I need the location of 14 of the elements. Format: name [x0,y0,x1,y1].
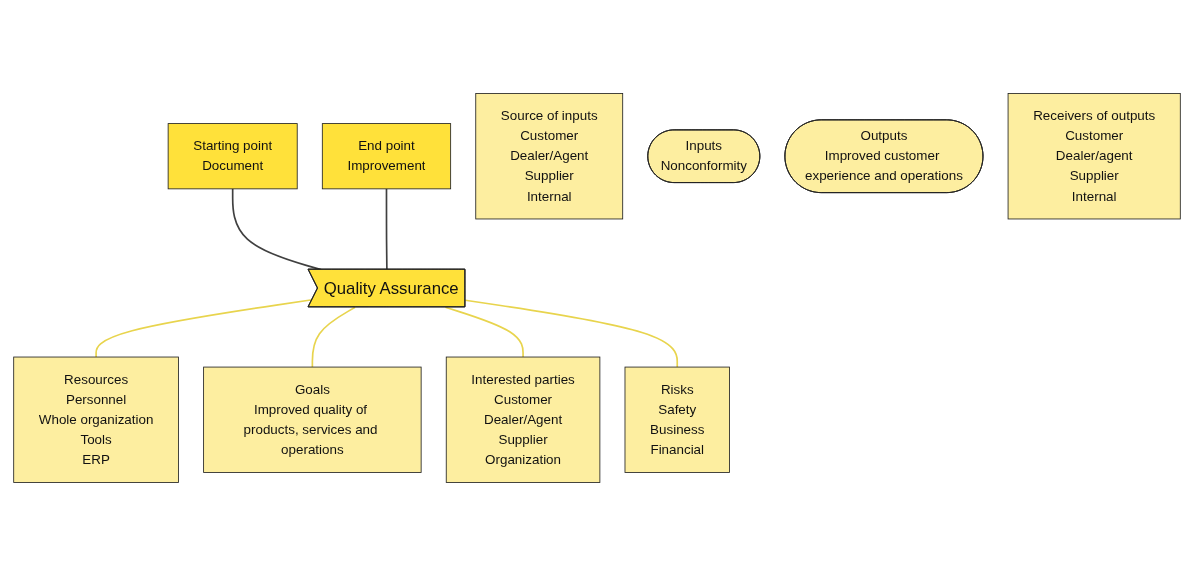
connector [444,306,524,358]
node-box: Source of inputs Customer Dealer/Agent Supplier Internal [475,93,624,220]
node-box: Risks Safety Business Financial [624,366,730,473]
node-box: End point Improvement [321,123,452,190]
connector [385,188,388,271]
node-box: Goals Improved quality of products, services and operations [203,366,422,473]
connector [464,299,679,368]
connector [231,188,322,271]
node-box: Starting point Document [167,123,298,190]
node-box: Receivers of outputs Customer Dealer/agent Supplier Internal [1007,93,1181,220]
connector [95,298,314,358]
node-box: Interested parties Customer Dealer/Agent Supplier Organization [445,356,601,483]
node-box: Resources Personnel Whole organization Tools ERP [13,356,179,483]
connector [311,306,356,368]
